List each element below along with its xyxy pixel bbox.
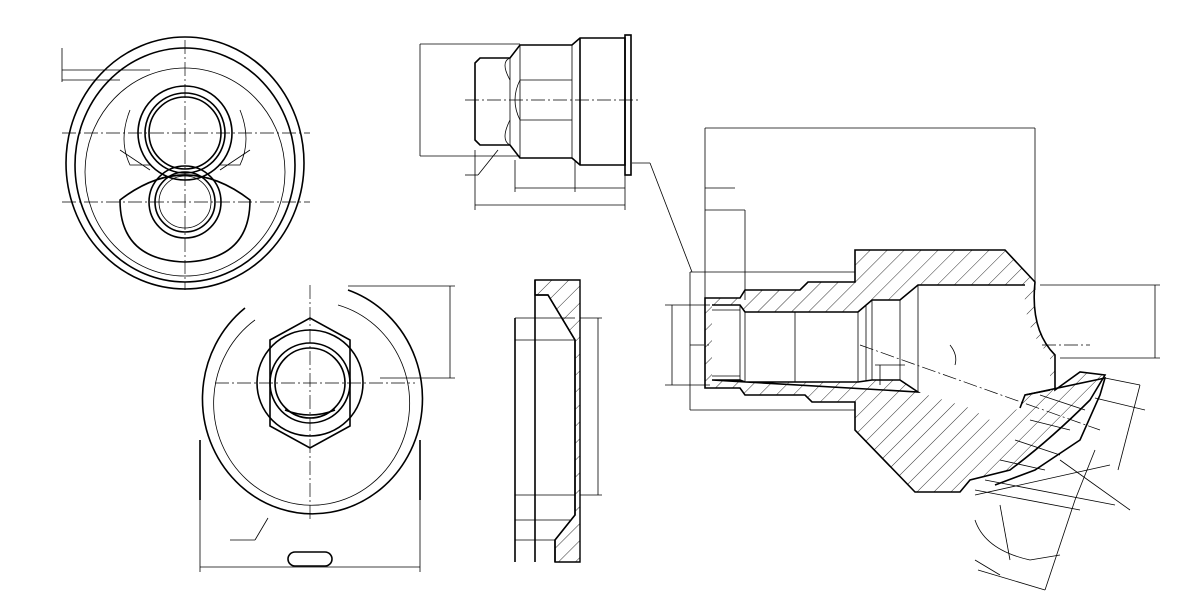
main-section (632, 127, 1160, 591)
section-strip (514, 279, 602, 563)
front-view (61, 36, 310, 290)
nut-side-view (419, 34, 640, 210)
slot-outline (287, 551, 333, 567)
bottom-view (199, 285, 455, 572)
